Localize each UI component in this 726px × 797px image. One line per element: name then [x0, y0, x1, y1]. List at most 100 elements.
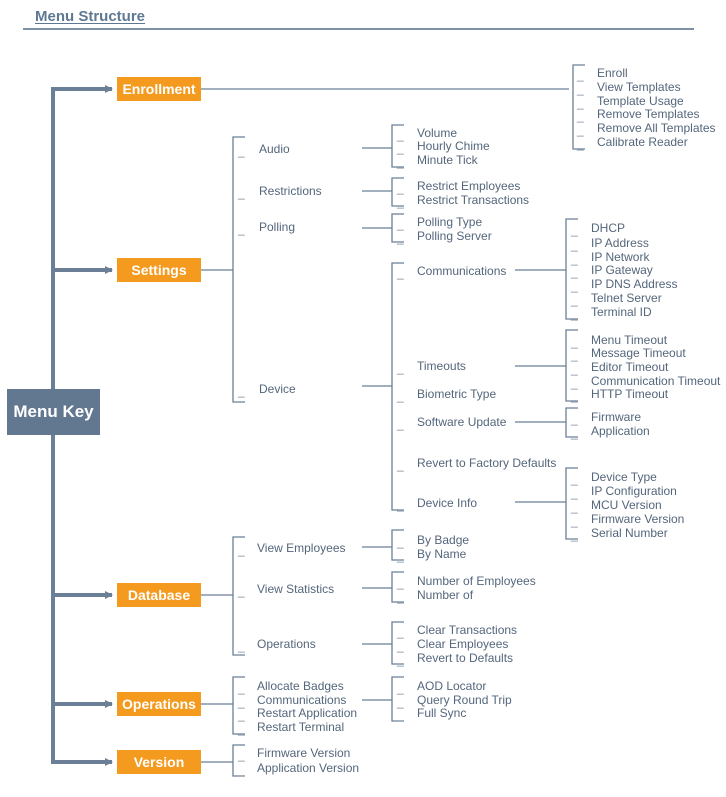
menu-item-db-operations-items: Clear Employees: [417, 637, 509, 651]
bullet-dash: _: [397, 681, 404, 695]
menu-item-view-employees-items: By Badge: [417, 533, 470, 547]
bullet-dash: _: [571, 348, 578, 362]
menu-item-timeouts-items: HTTP Timeout: [591, 387, 669, 401]
bullet-dash: _: [238, 584, 245, 598]
bullet-dash: _: [571, 426, 578, 440]
menu-item-enrollment-items: Template Usage: [597, 94, 684, 108]
bullet-dash: _: [571, 514, 578, 528]
bullet-dash: _: [397, 266, 404, 280]
menu-item-restrictions-items: Restrict Employees: [417, 179, 521, 193]
bullet-dash: _: [397, 458, 404, 472]
bullet-dash: _: [577, 96, 584, 110]
bullet-dash: _: [397, 653, 404, 667]
bullet-dash: _: [571, 265, 578, 279]
bullet-dash: _: [238, 186, 245, 200]
menu-item-communications-items: IP Address: [591, 236, 649, 250]
menu-item-operations-items: Restart Application: [257, 706, 358, 720]
menu-item-timeouts-items: Message Timeout: [591, 346, 686, 360]
menu-item-version-items: Firmware Version: [257, 746, 351, 760]
menu-item-database-items: View Employees: [257, 541, 346, 555]
bullet-dash: _: [571, 362, 578, 376]
bullet-dash: _: [397, 549, 404, 563]
menu-item-view-statistics-items: Number of Employees: [417, 574, 536, 588]
menu-item-device-info-items: MCU Version: [591, 498, 662, 512]
bullet-dash: _: [238, 763, 245, 777]
menu-item-device-items: Communications: [417, 264, 507, 278]
bullet-dash: _: [571, 238, 578, 252]
bullet-dash: _: [397, 141, 404, 155]
bullet-dash: _: [238, 222, 245, 236]
menu-item-device-info-items: Device Type: [591, 470, 657, 484]
category-settings: Settings: [117, 258, 201, 282]
menu-item-communications-items: IP DNS Address: [591, 277, 678, 291]
menu-item-communications-items: IP Gateway: [591, 263, 653, 277]
bullet-dash: _: [397, 231, 404, 245]
menu-item-device-items: Device Info: [417, 496, 478, 510]
menu-item-settings-items: Polling: [259, 220, 296, 234]
menu-item-enrollment-items: Enroll: [597, 66, 628, 80]
bullet-dash: _: [571, 500, 578, 514]
bullet-dash: _: [397, 695, 404, 709]
category-enrollment: Enrollment: [117, 77, 201, 101]
menu-item-device-items: Software Update: [417, 415, 507, 429]
menu-item-settings-items: Device: [259, 382, 296, 396]
menu-item-enrollment-items: Calibrate Reader: [597, 135, 688, 149]
menu-item-device-info-items: IP Configuration: [591, 484, 677, 498]
bullet-dash: _: [571, 279, 578, 293]
bullet-dash: _: [397, 639, 404, 653]
menu-item-audio-items: Volume: [417, 126, 458, 140]
bullet-dash: _: [238, 748, 245, 762]
bullet-dash: _: [397, 217, 404, 231]
menu-item-op-communications-items: AOD Locator: [417, 679, 487, 693]
bullet-dash: _: [577, 109, 584, 123]
bullet-dash: _: [571, 412, 578, 426]
bullet-dash: _: [397, 498, 404, 512]
menu-item-polling-items: Polling Type: [417, 215, 483, 229]
bullet-dash: _: [238, 543, 245, 557]
menu-item-timeouts-items: Communication Timeout: [591, 374, 721, 388]
bullet-dash: _: [571, 223, 578, 237]
bullet-dash: _: [571, 252, 578, 266]
bullet-dash: _: [397, 155, 404, 169]
bullet-dash: _: [397, 708, 404, 722]
bullet-dash: _: [571, 335, 578, 349]
menu-item-operations-items: Communications: [257, 693, 347, 707]
menu-item-settings-items: Audio: [259, 142, 290, 156]
bullet-dash: _: [397, 417, 404, 431]
bullet-dash: _: [397, 195, 404, 209]
bullet-dash: _: [238, 708, 245, 722]
menu-item-timeouts-items: Menu Timeout: [591, 333, 668, 347]
bullet-dash: _: [238, 695, 245, 709]
menu-item-database-items: Operations: [257, 637, 316, 651]
bullet-dash: _: [397, 535, 404, 549]
bullet-dash: _: [571, 376, 578, 390]
bullet-dash: _: [571, 293, 578, 307]
menu-item-software-update-items: Firmware: [591, 410, 641, 424]
menu-item-db-operations-items: Clear Transactions: [417, 623, 518, 637]
menu-item-communications-items: DHCP: [591, 221, 626, 235]
bullet-dash: _: [577, 68, 584, 82]
bullet-dash: _: [397, 576, 404, 590]
bullet-dash: _: [238, 681, 245, 695]
menu-item-audio-items: Hourly Chime: [417, 139, 490, 153]
bullet-dash: _: [571, 307, 578, 321]
menu-item-restrictions-items: Restrict Transactions: [417, 193, 530, 207]
bullet-dash: _: [571, 472, 578, 486]
bullet-dash: _: [397, 128, 404, 142]
title-divider: [23, 28, 694, 30]
menu-item-view-statistics-items: Number of: [417, 588, 474, 602]
bullet-dash: _: [577, 137, 584, 151]
bullet-dash: _: [238, 144, 245, 158]
menu-item-operations-items: Allocate Badges: [257, 679, 344, 693]
menu-item-device-items: Biometric Type: [417, 387, 497, 401]
menu-item-audio-items: Minute Tick: [417, 153, 478, 167]
bullet-dash: _: [397, 590, 404, 604]
menu-item-software-update-items: Application: [591, 424, 650, 438]
menu-item-enrollment-items: Remove All Templates: [597, 121, 716, 135]
menu-item-communications-items: Terminal ID: [591, 305, 652, 319]
bullet-dash: _: [571, 528, 578, 542]
menu-item-database-items: View Statistics: [257, 582, 335, 596]
bullet-dash: _: [397, 625, 404, 639]
menu-item-enrollment-items: Remove Templates: [597, 107, 700, 121]
bullet-dash: _: [397, 389, 404, 403]
